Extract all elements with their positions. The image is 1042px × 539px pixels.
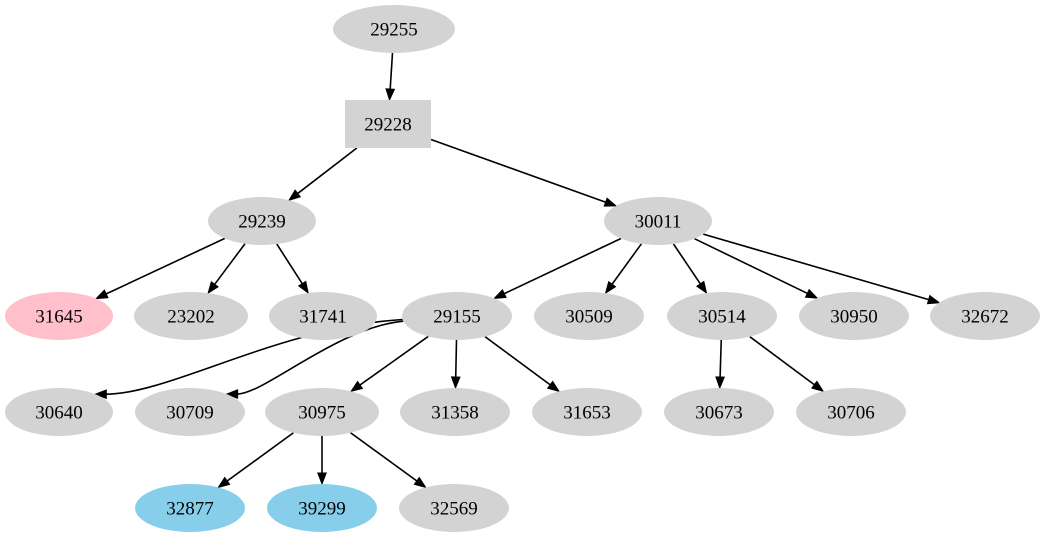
- node-shape-32877[interactable]: [135, 484, 245, 532]
- edge-29255-to-29228: [385, 52, 396, 102]
- edge-30975-to-32569: [350, 432, 427, 489]
- graph-node-32569[interactable]: 32569: [399, 484, 509, 532]
- node-shape-30673[interactable]: [664, 388, 774, 436]
- node-shape-32569[interactable]: [399, 484, 509, 532]
- graph-node-29239[interactable]: 29239: [208, 197, 316, 245]
- edge-30975-to-39299: [317, 436, 327, 486]
- edge-30514-to-30706: [749, 336, 825, 393]
- edge-30011-to-30509: [604, 243, 643, 295]
- edge-29155-to-31653: [484, 336, 561, 393]
- graph-node-30709[interactable]: 30709: [135, 388, 245, 436]
- edge-30975-to-32877: [217, 432, 294, 489]
- graph-node-31653[interactable]: 31653: [532, 388, 642, 436]
- edge-30011-to-30514: [672, 243, 708, 295]
- node-shape-30011[interactable]: [604, 197, 712, 245]
- edge-30011-to-29155: [493, 237, 622, 299]
- graph-node-30509[interactable]: 30509: [534, 292, 644, 340]
- node-shape-39299[interactable]: [267, 484, 377, 532]
- graph-node-29155[interactable]: 29155: [402, 292, 512, 340]
- edge-29239-to-31741: [276, 243, 309, 295]
- graph-node-32672[interactable]: 32672: [930, 292, 1040, 340]
- node-shape-29239[interactable]: [208, 197, 316, 245]
- node-shape-30509[interactable]: [534, 292, 644, 340]
- edge-30011-to-30950: [694, 237, 819, 299]
- node-shape-30950[interactable]: [799, 292, 909, 340]
- node-shape-29228[interactable]: [345, 100, 431, 148]
- graph-node-30950[interactable]: 30950: [799, 292, 909, 340]
- graph-node-23202[interactable]: 23202: [134, 292, 248, 340]
- graph-node-30673[interactable]: 30673: [664, 388, 774, 436]
- graph-node-32877[interactable]: 32877: [135, 484, 245, 532]
- edge-29155-to-30975: [349, 335, 429, 393]
- node-shape-30706[interactable]: [796, 388, 906, 436]
- graph-node-31645[interactable]: 31645: [5, 292, 113, 340]
- graph-node-39299[interactable]: 39299: [267, 484, 377, 532]
- graph-node-29228[interactable]: 29228: [345, 100, 431, 148]
- graph-node-30975[interactable]: 30975: [265, 388, 379, 436]
- edges-layer: [93, 52, 941, 489]
- graph-node-31358[interactable]: 31358: [400, 388, 510, 436]
- edge-29228-to-29239: [287, 147, 358, 202]
- node-shape-31653[interactable]: [532, 388, 642, 436]
- node-shape-31741[interactable]: [269, 292, 377, 340]
- node-shape-23202[interactable]: [134, 292, 248, 340]
- edge-29239-to-23202: [207, 243, 246, 295]
- edge-29155-to-31358: [450, 339, 461, 390]
- node-shape-30975[interactable]: [265, 388, 379, 436]
- node-shape-30709[interactable]: [135, 388, 245, 436]
- edge-30011-to-32672: [702, 233, 941, 305]
- edge-29239-to-31645: [94, 237, 226, 300]
- graph-node-30706[interactable]: 30706: [796, 388, 906, 436]
- edge-30514-to-30673: [715, 339, 726, 390]
- edge-29155-to-30709: [225, 320, 404, 399]
- node-shape-30514[interactable]: [667, 292, 777, 340]
- node-shape-29255[interactable]: [333, 5, 455, 53]
- node-shape-29155[interactable]: [402, 292, 512, 340]
- graph-node-30011[interactable]: 30011: [604, 197, 712, 245]
- graph-node-30640[interactable]: 30640: [5, 388, 113, 436]
- node-shape-31645[interactable]: [5, 292, 113, 340]
- edge-29228-to-30011: [430, 138, 618, 207]
- graph-node-30514[interactable]: 30514: [667, 292, 777, 340]
- graph-node-29255[interactable]: 29255: [333, 5, 455, 53]
- node-shape-30640[interactable]: [5, 388, 113, 436]
- node-shape-31358[interactable]: [400, 388, 510, 436]
- graph-node-31741[interactable]: 31741: [269, 292, 377, 340]
- node-shape-32672[interactable]: [930, 292, 1040, 340]
